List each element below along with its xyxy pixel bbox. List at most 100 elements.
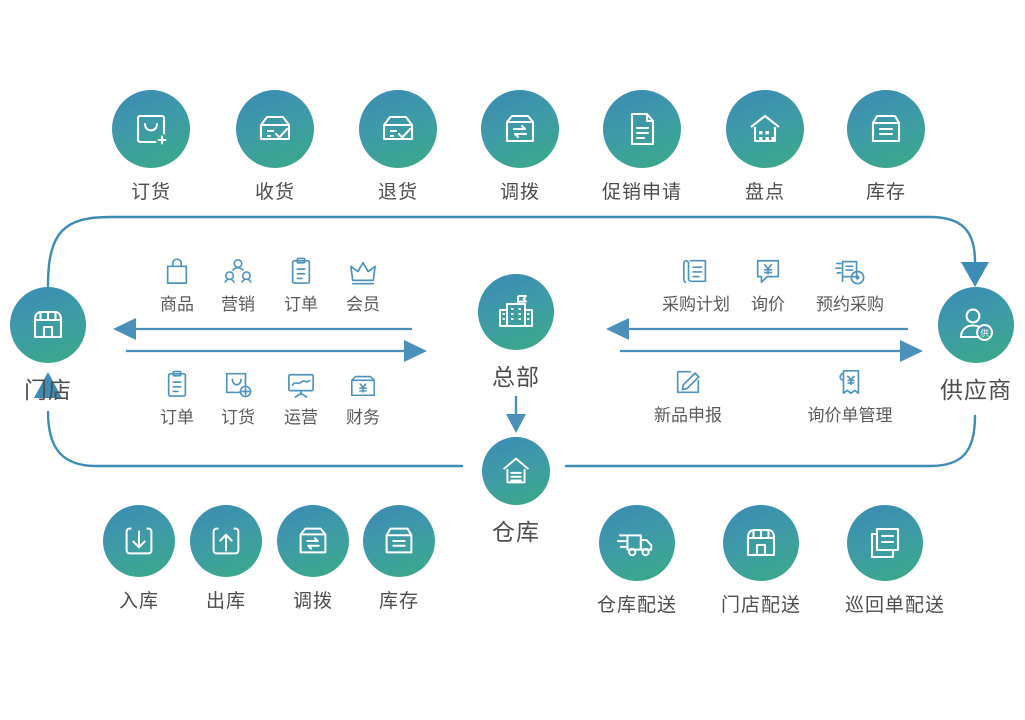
node-warehouse-label: 仓库	[492, 519, 540, 545]
loop-bottom-path	[46, 410, 464, 468]
inventory-box-icon	[847, 90, 925, 168]
node-top-1-label: 收货	[254, 182, 295, 203]
mini-订单-top[interactable]: 订单	[256, 252, 346, 315]
node-top-5[interactable]: 盘点	[724, 90, 806, 204]
mini-label: 会员	[346, 295, 380, 314]
node-bl-1-label: 出库	[205, 591, 246, 612]
mini-label: 营销	[221, 295, 255, 314]
store-delivery-icon	[723, 505, 799, 581]
storefront-icon	[10, 287, 86, 363]
node-top-3[interactable]: 调拨	[479, 90, 561, 204]
node-supplier-label: 供应商	[940, 377, 1012, 403]
mini-询价[interactable]: 询价	[738, 252, 798, 315]
mini-label: 财务	[346, 408, 380, 427]
mini-label: 订货	[221, 408, 255, 427]
promotion-document-icon	[603, 90, 681, 168]
hq-supplier-right-arrowhead	[900, 340, 923, 362]
shopping-bag-icon	[132, 252, 222, 286]
node-top-6[interactable]: 库存	[845, 90, 927, 204]
mini-label: 运营	[284, 408, 318, 427]
purchase-plan-scroll-icon	[641, 252, 751, 286]
loop-top-arrowhead	[961, 262, 989, 287]
new-product-pencil-icon	[633, 363, 743, 397]
node-br-1-label: 门店配送	[721, 595, 802, 616]
node-warehouse[interactable]: 仓库	[480, 437, 552, 547]
supplier-badge-text: 供	[980, 327, 989, 339]
mini-label: 采购计划	[662, 295, 730, 314]
mini-询价单管理[interactable]: 询价单管理	[790, 363, 910, 426]
mini-新品申报[interactable]: 新品申报	[633, 363, 743, 426]
supplier-person-icon: 供	[938, 287, 1014, 363]
node-bl-3-label: 库存	[378, 591, 419, 612]
transfer-box-arrows-icon	[277, 505, 349, 577]
node-bottom-left-3[interactable]: 库存	[361, 505, 437, 613]
node-top-4-label: 促销申请	[601, 182, 682, 203]
node-top-2[interactable]: 退货	[357, 90, 439, 204]
loop-top-path	[46, 215, 977, 288]
mini-营销[interactable]: 营销	[193, 252, 283, 315]
inventory-box-icon	[363, 505, 435, 577]
node-hq-label: 总部	[492, 364, 540, 390]
stocktake-warehouse-icon	[726, 90, 804, 168]
mini-label: 询价	[751, 295, 785, 314]
mini-订单-bottom[interactable]: 订单	[132, 365, 222, 428]
node-top-6-label: 库存	[865, 182, 906, 203]
node-bottom-right-1[interactable]: 门店配送	[721, 505, 801, 617]
node-br-2-label: 巡回单配送	[845, 595, 946, 616]
node-top-4[interactable]: 促销申请	[601, 90, 683, 204]
receive-box-check-icon	[236, 90, 314, 168]
node-top-0-label: 订货	[130, 182, 171, 203]
inbound-arrow-down-icon	[103, 505, 175, 577]
transfer-box-arrows-icon	[481, 90, 559, 168]
mini-采购计划[interactable]: 采购计划	[641, 252, 751, 315]
clipboard-order-icon	[256, 252, 346, 286]
warehouse-to-supplier-path	[564, 414, 977, 468]
supplier-hq-left-arrowhead	[606, 318, 629, 340]
store-hq-left-arrowhead	[113, 318, 136, 340]
mini-label: 新品申报	[654, 406, 722, 425]
node-bottom-right-0[interactable]: 仓库配送	[597, 505, 677, 617]
hq-warehouse-arrowhead	[506, 414, 526, 433]
scheduled-purchase-truck-icon	[795, 252, 905, 286]
node-bottom-left-2[interactable]: 调拨	[275, 505, 351, 613]
mini-运营[interactable]: 运营	[256, 365, 346, 428]
node-supplier[interactable]: 供 供应商	[937, 287, 1015, 405]
node-top-0[interactable]: 订货	[110, 90, 192, 204]
node-bottom-left-0[interactable]: 入库	[101, 505, 177, 613]
node-top-5-label: 盘点	[744, 182, 785, 203]
marketing-people-icon	[193, 252, 283, 286]
order-plus-icon	[193, 365, 283, 399]
headquarters-building-icon	[478, 274, 554, 350]
node-top-3-label: 调拨	[499, 182, 540, 203]
inquiry-yen-bubble-icon	[738, 252, 798, 286]
route-delivery-docs-icon	[847, 505, 923, 581]
outbound-arrow-up-icon	[190, 505, 262, 577]
node-top-2-label: 退货	[377, 182, 418, 203]
crown-member-icon	[318, 252, 408, 286]
clipboard-order-icon	[132, 365, 222, 399]
node-store[interactable]: 门店	[9, 287, 87, 405]
node-bottom-right-2[interactable]: 巡回单配送	[845, 505, 946, 617]
inquiry-sheet-yen-icon	[790, 363, 910, 397]
mini-商品[interactable]: 商品	[132, 252, 222, 315]
mini-label: 商品	[160, 295, 194, 314]
operations-chart-icon	[256, 365, 346, 399]
mini-label: 订单	[160, 408, 194, 427]
mini-订货[interactable]: 订货	[193, 365, 283, 428]
node-store-label: 门店	[24, 377, 72, 403]
mini-label: 订单	[284, 295, 318, 314]
hq-store-right-arrowhead	[404, 340, 427, 362]
mini-label: 询价单管理	[807, 406, 893, 425]
node-bottom-left-1[interactable]: 出库	[188, 505, 264, 613]
node-bl-0-label: 入库	[118, 591, 159, 612]
mini-会员[interactable]: 会员	[318, 252, 408, 315]
mini-财务[interactable]: 财务	[318, 365, 408, 428]
node-top-1[interactable]: 收货	[234, 90, 316, 204]
node-br-0-label: 仓库配送	[597, 595, 678, 616]
warehouse-icon	[482, 437, 550, 505]
node-hq[interactable]: 总部	[477, 274, 555, 392]
mini-预约采购[interactable]: 预约采购	[795, 252, 905, 315]
loop-bottom-arrowhead	[34, 372, 62, 398]
